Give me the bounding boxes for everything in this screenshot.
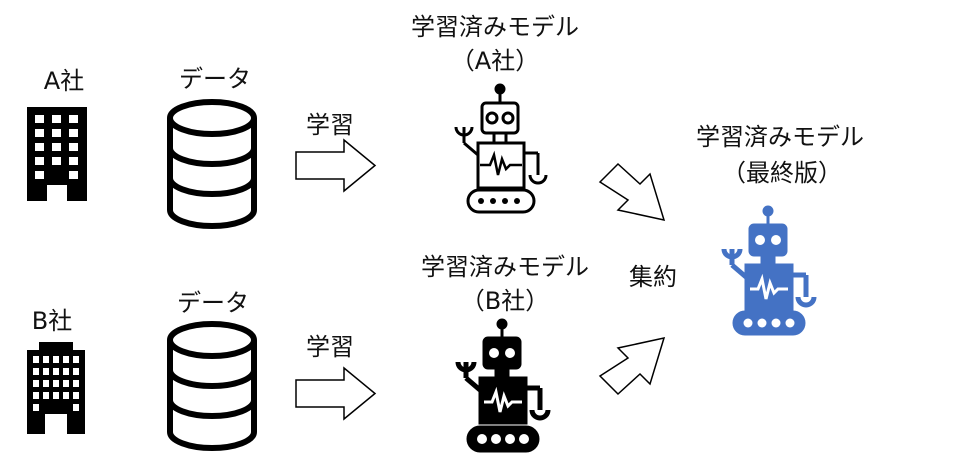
robot-icon	[454, 83, 548, 214]
model-a-owner: （A社）	[450, 47, 540, 75]
database-icon	[167, 99, 257, 229]
company-a-label: A社	[43, 67, 85, 95]
building-icon	[27, 342, 85, 434]
robot-icon	[721, 205, 817, 336]
learn-a-label: 学習	[306, 111, 354, 139]
right-arrow-icon	[295, 138, 377, 193]
right-arrow-icon	[295, 366, 377, 421]
aggregate-label: 集約	[629, 263, 677, 291]
final-model-version: （最終版）	[722, 159, 842, 187]
learn-b-label: 学習	[306, 333, 354, 361]
data-a-label: データ	[179, 65, 251, 93]
robot-icon	[455, 318, 551, 453]
diagonal-arrow-icon	[598, 336, 666, 396]
final-model-label: 学習済みモデル	[696, 123, 864, 151]
diagonal-arrow-icon	[598, 162, 666, 222]
database-icon	[167, 321, 257, 451]
company-b-label: B社	[31, 307, 73, 335]
model-b-label: 学習済みモデル	[421, 253, 589, 281]
model-b-owner: （B社）	[460, 287, 550, 315]
data-b-label: データ	[177, 289, 249, 317]
building-icon	[27, 107, 87, 201]
model-a-label: 学習済みモデル	[411, 13, 579, 41]
